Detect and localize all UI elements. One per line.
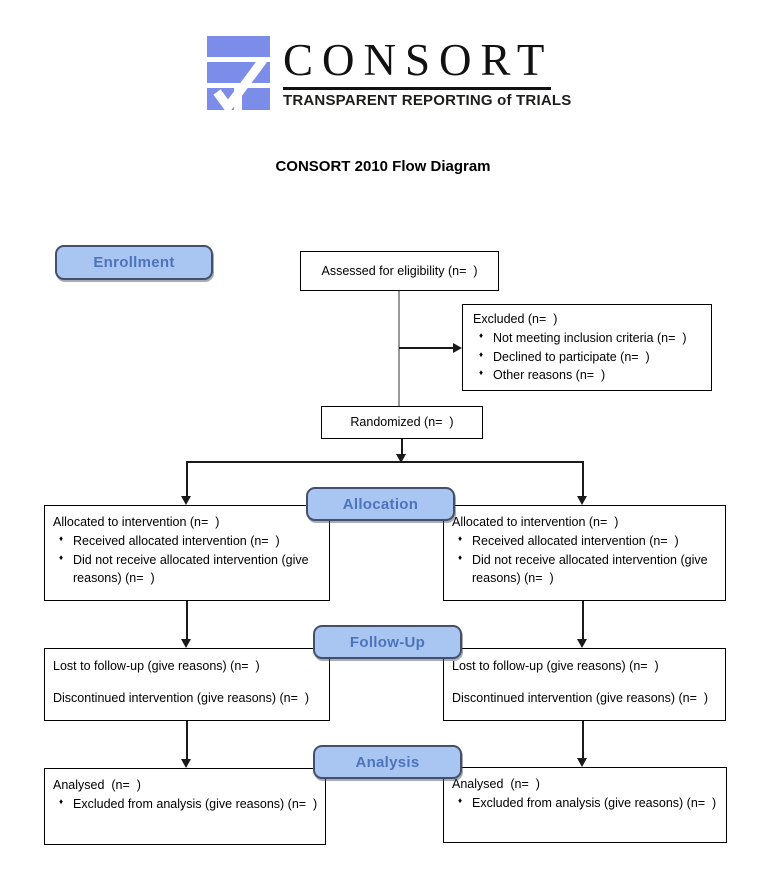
box-followup-left: Lost to follow-up (give reasons) (n= ) D… xyxy=(44,648,330,721)
bullet-text: Excluded from analysis (give reasons) (n… xyxy=(73,796,318,811)
arrow-down-icon xyxy=(181,639,191,648)
diamond-bullet-icon: ♦ xyxy=(458,533,463,543)
box-title: Excluded (n= ) xyxy=(473,312,558,326)
box-analysis-right: Analysed (n= ) ♦ Excluded from analysis … xyxy=(443,767,727,843)
connector-allocation-followup-right xyxy=(582,601,584,640)
bullet-item: ♦ Other reasons (n= ) xyxy=(473,366,707,385)
connector-split-allocation-right xyxy=(582,461,584,497)
bullet-item: ♦ Received allocated intervention (n= ) xyxy=(452,532,722,551)
bullet-text: Did not receive allocated intervention (… xyxy=(472,552,708,586)
brand-wordmark: CONSORT xyxy=(283,35,554,85)
consort-logo-icon xyxy=(207,36,270,110)
box-allocation-right: Allocated to intervention (n= ) ♦ Receiv… xyxy=(443,505,726,601)
stage-label-followup: Follow-Up xyxy=(313,625,462,659)
box-line: Lost to follow-up (give reasons) (n= ) xyxy=(53,659,260,673)
connector-excluded-branch xyxy=(399,347,454,349)
connector-followup-analysis-right xyxy=(582,721,584,760)
box-line: Discontinued intervention (give reasons)… xyxy=(53,690,310,705)
bullet-text: Did not receive allocated intervention (… xyxy=(73,552,309,586)
page-title: CONSORT 2010 Flow Diagram xyxy=(275,158,491,175)
stage-label-analysis: Analysis xyxy=(313,745,462,779)
bullet-item: ♦ Not meeting inclusion criteria (n= ) xyxy=(473,329,707,348)
box-followup-right: Lost to follow-up (give reasons) (n= ) D… xyxy=(443,648,726,721)
diamond-bullet-icon: ♦ xyxy=(59,796,64,806)
diamond-bullet-icon: ♦ xyxy=(479,368,484,378)
arrow-down-icon xyxy=(181,496,191,505)
box-allocation-left: Allocated to intervention (n= ) ♦ Receiv… xyxy=(44,505,330,601)
bullet-text: Other reasons (n= ) xyxy=(493,368,606,383)
box-line: Discontinued intervention (give reasons)… xyxy=(452,690,709,705)
bullet-item: ♦ Excluded from analysis (give reasons) … xyxy=(452,794,723,813)
diamond-bullet-icon: ♦ xyxy=(59,533,64,543)
box-title: Analysed (n= ) xyxy=(53,778,141,792)
box-text: Randomized (n= ) xyxy=(350,415,454,430)
box-assessed-for-eligibility: Assessed for eligibility (n= ) xyxy=(300,251,499,291)
bullet-text: Received allocated intervention (n= ) xyxy=(472,533,679,548)
box-text: Assessed for eligibility (n= ) xyxy=(321,263,478,278)
bullet-text: Excluded from analysis (give reasons) (n… xyxy=(472,795,717,810)
bullet-text: Not meeting inclusion criteria (n= ) xyxy=(493,330,687,345)
bullet-item: ♦ Declined to participate (n= ) xyxy=(473,348,707,367)
diamond-bullet-icon: ♦ xyxy=(458,795,463,805)
diamond-bullet-icon: ♦ xyxy=(479,349,484,359)
bullet-item: ♦ Received allocated intervention (n= ) xyxy=(53,532,326,551)
arrow-down-icon xyxy=(577,496,587,505)
stage-label-enrollment: Enrollment xyxy=(55,245,213,280)
box-title: Allocated to intervention (n= ) xyxy=(53,515,220,529)
brand-tagline: TRANSPARENT REPORTING of TRIALS xyxy=(283,92,572,109)
arrow-right-icon xyxy=(453,343,462,353)
diamond-bullet-icon: ♦ xyxy=(59,552,64,562)
connector-randomized-split xyxy=(401,439,403,456)
arrow-down-icon xyxy=(577,639,587,648)
connector-split-line xyxy=(186,461,583,463)
box-analysis-left: Analysed (n= ) ♦ Excluded from analysis … xyxy=(44,768,326,845)
arrow-down-icon xyxy=(396,454,406,463)
brand-divider xyxy=(283,87,551,90)
box-line: Lost to follow-up (give reasons) (n= ) xyxy=(452,659,659,673)
box-excluded: Excluded (n= ) ♦ Not meeting inclusion c… xyxy=(462,304,712,391)
bullet-text: Declined to participate (n= ) xyxy=(493,349,650,364)
diamond-bullet-icon: ♦ xyxy=(479,330,484,340)
box-randomized: Randomized (n= ) xyxy=(321,406,483,439)
bullet-text: Received allocated intervention (n= ) xyxy=(73,533,280,548)
bullet-item: ♦ Did not receive allocated intervention… xyxy=(452,551,722,589)
box-title: Analysed (n= ) xyxy=(452,777,540,791)
bullet-item: ♦ Excluded from analysis (give reasons) … xyxy=(53,795,322,814)
arrow-down-icon xyxy=(577,758,587,767)
connector-split-allocation-left xyxy=(186,461,188,497)
box-title: Allocated to intervention (n= ) xyxy=(452,515,619,529)
stage-label-allocation: Allocation xyxy=(306,487,455,521)
arrow-down-icon xyxy=(181,759,191,768)
diamond-bullet-icon: ♦ xyxy=(458,552,463,562)
bullet-item: ♦ Did not receive allocated intervention… xyxy=(53,551,326,589)
connector-followup-analysis-left xyxy=(186,721,188,760)
connector-allocation-followup-left xyxy=(186,601,188,640)
